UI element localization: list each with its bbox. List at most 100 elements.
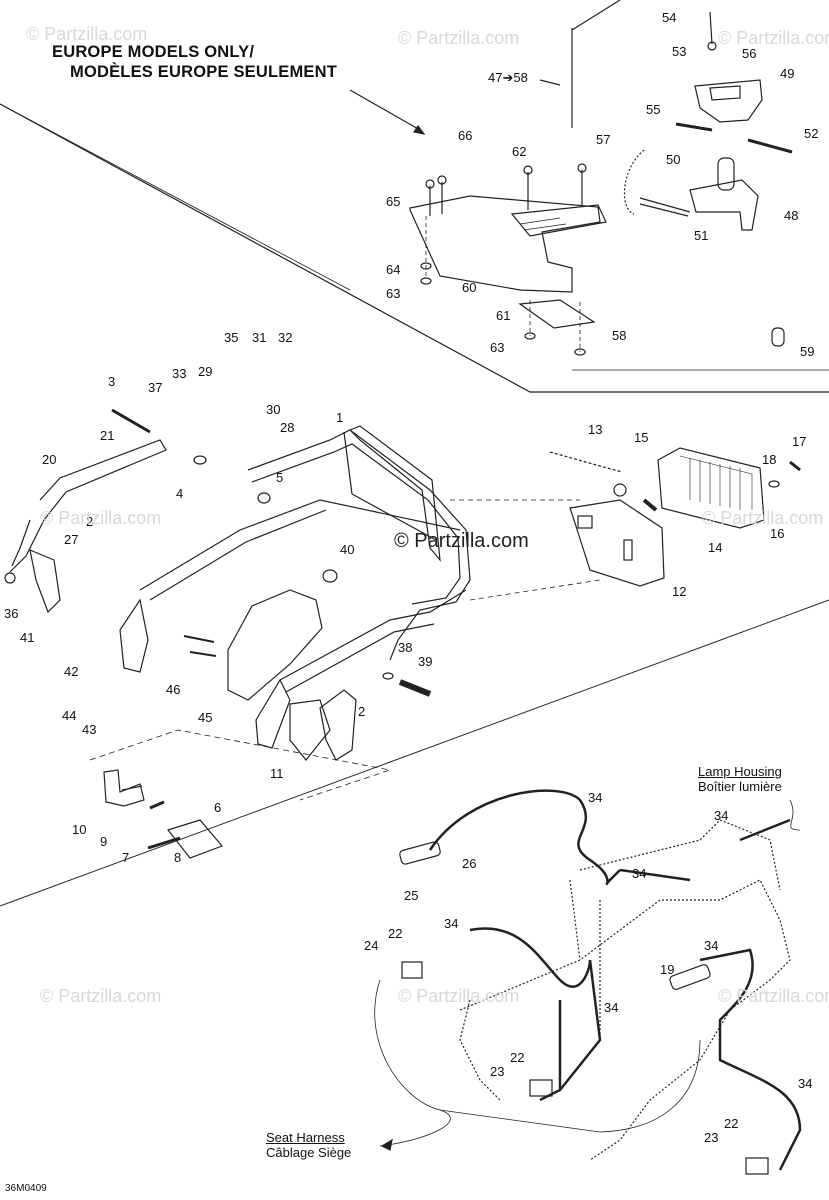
hitch-housing-49 [694,79,763,123]
harness-34-right [699,948,802,1171]
frame-right-rail [279,589,467,681]
callout-number: 25 [404,888,418,903]
callout-number: 63 [386,286,400,301]
callout-number: 17 [792,434,806,449]
watermark: © Partzilla.com [398,28,520,48]
hitch-post [717,157,735,191]
callout-number: 29 [198,364,212,379]
callout-number: 13 [588,422,602,437]
callout-number: 46 [166,682,180,697]
header-leader [349,89,421,131]
callout-number: 5 [276,470,283,485]
europe-inset-border [0,103,829,393]
callout-number: 52 [804,126,818,141]
label-56 [709,85,741,101]
callout-number: 34 [444,916,458,931]
bolt-65 [429,182,443,216]
connector-19 [669,964,711,990]
callout-number: 35 [224,330,238,345]
callout-number: 64 [386,262,400,277]
seat-harness-leader [374,979,451,1147]
callout-number: 61 [496,308,510,323]
screw-17 [789,460,801,472]
callout-number: 44 [62,708,76,723]
bracket-left [119,598,149,673]
callout-number: 39 [418,654,432,669]
watermark: © Partzilla.com [398,986,520,1006]
callout-number: 41 [20,630,34,645]
bulb-14 [642,498,658,512]
watermark: © Partzilla.com [40,508,162,528]
callout-number: 38 [398,640,412,655]
callout-number: 40 [340,542,354,557]
callout-number: 21 [100,428,114,443]
bolt-3 [111,408,151,434]
callout-number: 31 [252,330,266,345]
lamp-housing-leader [789,799,801,831]
callout-number: 26 [462,856,476,871]
seat-harness-caption: Seat Harness Câblage Siège [266,1130,351,1160]
callout-number: 3 [108,374,115,389]
lens-16 [657,447,765,529]
bolt-7 [149,800,165,810]
clip-51 [639,197,691,217]
callout-number: 34 [632,866,646,881]
nut-63-a [420,277,432,285]
grab-handle-21 [9,439,167,573]
nut-63-b [524,332,536,340]
seat-pad-45 [227,589,323,701]
callout-number: 7 [122,850,129,865]
bracket-66 [510,204,607,237]
watermark: © Partzilla.com [718,28,829,48]
socket-15 [613,483,627,497]
callout-number: 19 [660,962,674,977]
bushing-59 [771,327,785,347]
callout-number: 54 [662,10,676,25]
connector-23-b [745,1157,769,1175]
callout-number: 8 [174,850,181,865]
spacer-61 [518,299,596,329]
callout-number: 16 [770,526,784,541]
watermark: © Partzilla.com [702,508,824,528]
callout-number: 1 [336,410,343,425]
header-title-fr: MODÈLES EUROPE SEULEMENT [70,63,337,81]
callout-number: 37 [148,380,162,395]
callout-number: 34 [704,938,718,953]
callout-number: 63 [490,340,504,355]
frame-left-rail [139,499,461,591]
harness-frame-dotted [459,879,791,1161]
callout-number: 34 [798,1076,812,1091]
bolt-39 [398,679,432,697]
lamp-housing-en: Lamp Housing [698,764,782,779]
callout-number: 2 [86,514,93,529]
rear-rack-frame-1 [247,429,471,661]
washer-38 [382,672,394,680]
callout-number: 48 [784,208,798,223]
handle-bracket-2-left [29,549,61,614]
watermark: © Partzilla.com [40,986,162,1006]
connector-24 [401,961,423,979]
callout-number: 23 [704,1130,718,1145]
range-label: 47➔58 [488,70,528,85]
callout-number: 34 [588,790,602,805]
cap-36 [4,572,16,584]
harness-34-main [428,789,621,886]
callout-number: 62 [512,144,526,159]
callout-number: 4 [176,486,183,501]
callout-number: 32 [278,330,292,345]
watermark: © Partzilla.com [718,986,829,1006]
washer-9 [121,785,143,791]
europe-inset-top-edge [571,0,621,128]
callout-number: 43 [82,722,96,737]
callout-number: 33 [172,366,186,381]
callout-number: 11 [270,766,284,781]
callout-number: 66 [458,128,472,143]
drawing-code: 36M0409 [5,1183,47,1194]
connector-6 [166,819,224,859]
callout-number: 58 [612,328,626,343]
bolt-52 [747,138,793,154]
callout-number: 55 [646,102,660,117]
callout-number: 34 [714,808,728,823]
